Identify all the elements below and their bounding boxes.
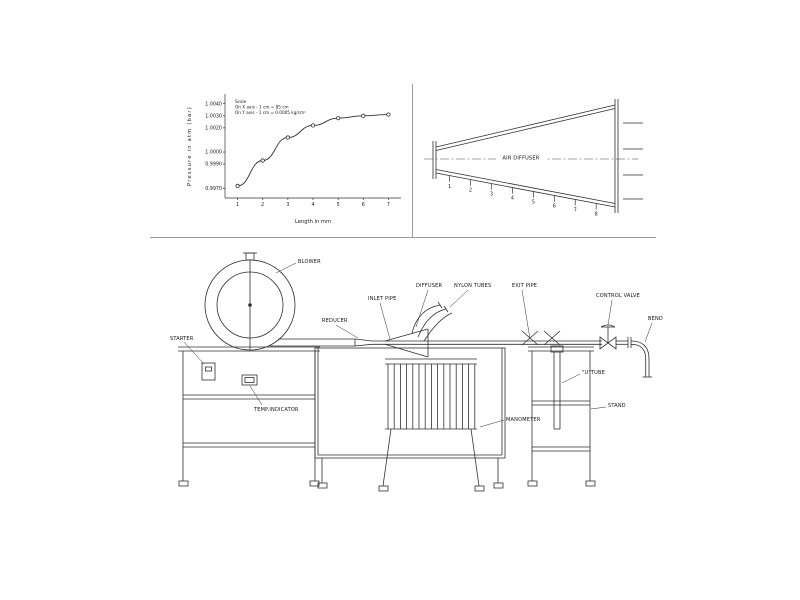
label-blower: BLOWER [298, 259, 321, 265]
diffuser-duct [432, 99, 619, 213]
nylon-tubes-drawing [411, 301, 453, 342]
svg-text:4: 4 [311, 202, 314, 208]
air-diffuser-drawing: AIR DIFFUSER 1 2 3 4 5 6 7 8 [424, 99, 643, 217]
right-stand-drawing [527, 346, 596, 487]
svg-text:3: 3 [490, 192, 493, 198]
label-exit-pipe: EXIT PIPE [512, 283, 537, 289]
svg-text:1: 1 [448, 184, 451, 190]
label-bend: BEND [648, 316, 663, 322]
inlet-pipe-drawing [270, 338, 602, 347]
label-starter: STARTER [170, 336, 194, 342]
svg-text:1: 1 [236, 202, 239, 208]
svg-text:7: 7 [574, 207, 577, 213]
svg-text:5: 5 [532, 200, 535, 206]
svg-text:Pressure in atm (bar): Pressure in atm (bar) [187, 106, 193, 186]
svg-text:1.0020: 1.0020 [205, 125, 222, 131]
svg-text:0.9990: 0.9990 [205, 162, 222, 168]
starter-box [201, 362, 216, 381]
left-stand-drawing [178, 346, 320, 487]
apparatus-panel: BLOWER STARTER TEMP.INDICATOR REDUCER IN… [150, 243, 670, 495]
svg-text:Length in mm: Length in mm [295, 219, 331, 225]
svg-text:7: 7 [387, 202, 390, 208]
tank-drawing [314, 347, 506, 489]
svg-text:On X axis - 1 cm = 85 cm: On X axis - 1 cm = 85 cm [235, 105, 289, 110]
svg-text:2: 2 [261, 202, 264, 208]
label-stand: STAND [608, 403, 626, 409]
blower-drawing [204, 252, 296, 351]
label-control-valve: CONTROL VALVE [596, 293, 640, 299]
svg-text:6: 6 [362, 202, 365, 208]
panel-divider-horizontal [150, 237, 656, 238]
manometer-rack [378, 358, 485, 492]
right-connection-lines [623, 122, 643, 200]
panel-divider-vertical [412, 84, 413, 237]
svg-text:1.0040: 1.0040 [205, 101, 222, 107]
label-nylon-tubes: NYLON TUBES [454, 283, 491, 289]
svg-text:8: 8 [595, 211, 598, 217]
label-inlet-pipe: INLET PIPE [368, 296, 396, 302]
pressure-chart: 1.0040 1.0030 1.0020 1.0000 0.9990 0.9970 1 2 3 4… [187, 94, 401, 225]
svg-text:4: 4 [511, 196, 514, 202]
label-u-tube: "U"TUBE [582, 370, 605, 376]
svg-text:Scale: Scale [235, 99, 247, 104]
pipe-clamps [521, 330, 561, 346]
svg-text:5: 5 [337, 202, 340, 208]
control-valve-drawing [599, 324, 617, 350]
centerline-label-backing [496, 152, 546, 162]
label-temp-indicator: TEMP.INDICATOR [253, 407, 299, 413]
label-reducer: REDUCER [322, 318, 348, 324]
svg-text:1.0000: 1.0000 [205, 150, 222, 156]
svg-text:6: 6 [553, 204, 556, 210]
leader-lines [183, 262, 653, 428]
label-manometer: MANOMETER [506, 417, 541, 423]
svg-text:1.0030: 1.0030 [205, 113, 222, 119]
svg-text:3: 3 [286, 202, 289, 208]
apparatus-drawing: BLOWER STARTER TEMP.INDICATOR REDUCER IN… [170, 252, 663, 492]
temp-indicator-box [241, 374, 258, 386]
label-diffuser: DIFFUSER [416, 283, 442, 289]
diffuser-cone [384, 328, 429, 358]
air-diffuser-panel: AIR DIFFUSER 1 2 3 4 5 6 7 8 [420, 95, 660, 233]
air-diffuser-label: AIR DIFFUSER [503, 156, 540, 162]
pressure-chart-panel: 1.0040 1.0030 1.0020 1.0000 0.9990 0.9970 1 2 3 4… [183, 86, 413, 236]
svg-text:2: 2 [469, 188, 472, 194]
bend-drawing [616, 337, 652, 378]
svg-text:0.9970: 0.9970 [205, 186, 222, 192]
pressure-tappings: 1 2 3 4 5 6 7 8 [448, 175, 598, 217]
svg-text:On Y axis - 1 cm = 0.0005 kg/c: On Y axis - 1 cm = 0.0005 kg/cm² [235, 110, 306, 115]
u-tube-drawing [550, 345, 564, 430]
